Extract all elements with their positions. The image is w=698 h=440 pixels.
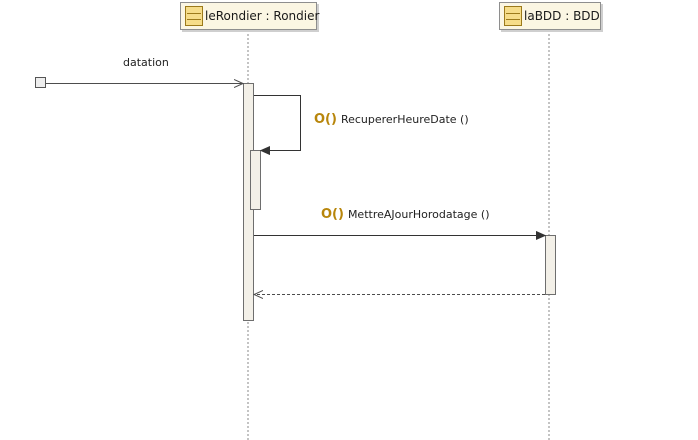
lifeline-label: leRondier : Rondier xyxy=(205,9,320,23)
class-icon xyxy=(185,6,203,26)
activation-bdd xyxy=(545,235,556,295)
operation-icon: O() xyxy=(314,112,337,127)
operation-icon: O() xyxy=(321,207,344,222)
message-text: MettreAJourHorodatage () xyxy=(347,208,490,221)
message-text: RecupererHeureDate () xyxy=(340,113,469,126)
class-icon xyxy=(504,6,522,26)
activation-rondier-self xyxy=(250,150,261,210)
lifeline-head-bdd[interactable]: laBDD : BDD xyxy=(499,2,601,30)
found-message-node xyxy=(35,77,46,88)
message-label-mettreajourhorodatage: O()MettreAJourHorodatage () xyxy=(321,207,489,222)
message-text: datation xyxy=(123,56,169,69)
message-label-recupererheuredate: O()RecupererHeureDate () xyxy=(314,112,469,127)
lifeline-head-rondier[interactable]: leRondier : Rondier xyxy=(180,2,320,30)
lifeline-label: laBDD : BDD xyxy=(524,9,600,23)
message-self-call-arrow xyxy=(254,95,301,151)
message-label-datation: datation xyxy=(123,56,169,69)
